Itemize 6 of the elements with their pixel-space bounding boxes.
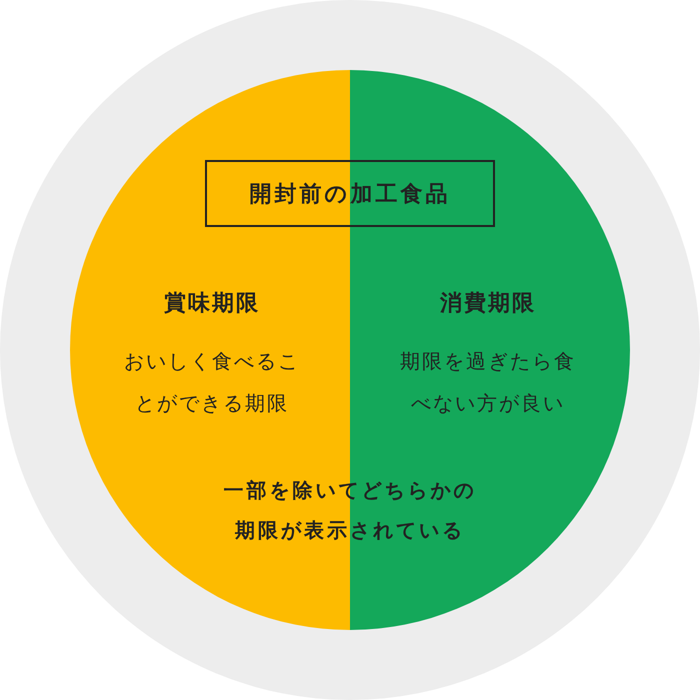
box-title: 開封前の加工食品 [250, 180, 450, 208]
category-heading: 消費期限 [438, 290, 537, 318]
category-description: 期限を過ぎたら食べない方が良い [399, 348, 577, 417]
category-heading: 賞味期限 [163, 290, 261, 318]
category-description: おいしく食べることができる期限 [123, 348, 301, 417]
title-box [205, 160, 495, 227]
